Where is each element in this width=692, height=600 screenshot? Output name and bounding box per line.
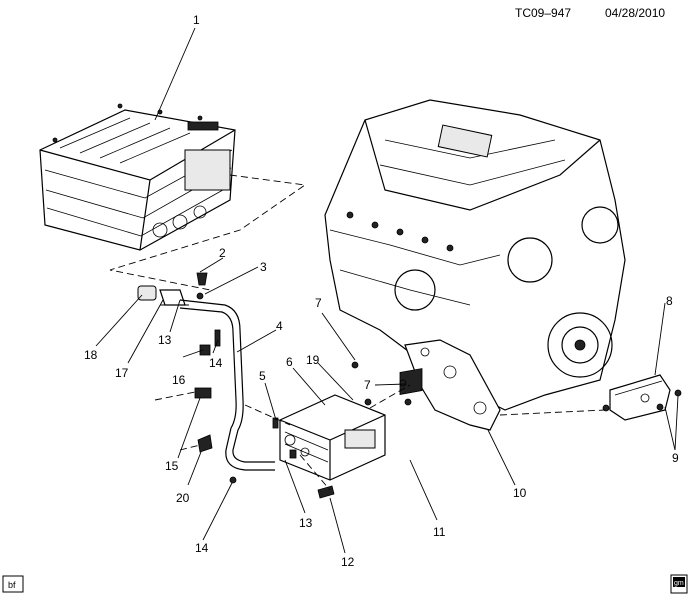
callout-13-left: 13: [158, 333, 172, 347]
corner-badge-label: bf: [8, 580, 16, 590]
callout-11: 11: [433, 525, 446, 539]
fasteners: [137, 272, 682, 499]
dashed-routing-lines: [109, 174, 606, 491]
callout-numbers: 1 2 3 4 5 6 7 7 8 9 10 11 12 13 13 14 14…: [84, 13, 679, 569]
corner-badge: bf: [2, 575, 24, 593]
callout-4: 4: [276, 319, 283, 333]
callout-15: 15: [165, 459, 179, 473]
gm-logo-text: gm: [674, 580, 684, 587]
callout-18: 18: [84, 348, 98, 362]
callout-7-upper: 7: [315, 296, 322, 310]
callout-19: 19: [306, 353, 320, 367]
part-6-cooler-module: [279, 394, 386, 481]
callout-20: 20: [176, 491, 190, 505]
callout-3: 3: [260, 260, 267, 274]
diagram-date: 04/28/2010: [605, 6, 665, 20]
callout-7-lower: 7: [364, 378, 371, 392]
callout-13-lower: 13: [299, 516, 313, 530]
callout-14-lower: 14: [195, 541, 209, 555]
callout-9: 9: [672, 451, 679, 465]
part-1-inverter-module: [39, 103, 236, 251]
callout-12: 12: [341, 555, 355, 569]
callout-8: 8: [666, 294, 673, 308]
part-4-hose: [179, 299, 275, 471]
part-10-bracket: [404, 339, 501, 431]
diagram-id: TC09–947: [515, 6, 571, 20]
callout-17: 17: [115, 366, 129, 380]
leader-lines: [95, 27, 679, 554]
engine-assembly: [324, 99, 626, 411]
callout-16: 16: [172, 373, 186, 387]
callout-6: 6: [286, 355, 293, 369]
gm-logo: gm: [670, 574, 688, 594]
callout-10: 10: [513, 486, 527, 500]
part-8-mount-bracket: [609, 374, 671, 421]
callout-14-upper: 14: [209, 356, 223, 370]
callout-5: 5: [259, 369, 266, 383]
callout-2: 2: [219, 246, 226, 260]
callout-1: 1: [193, 13, 200, 27]
